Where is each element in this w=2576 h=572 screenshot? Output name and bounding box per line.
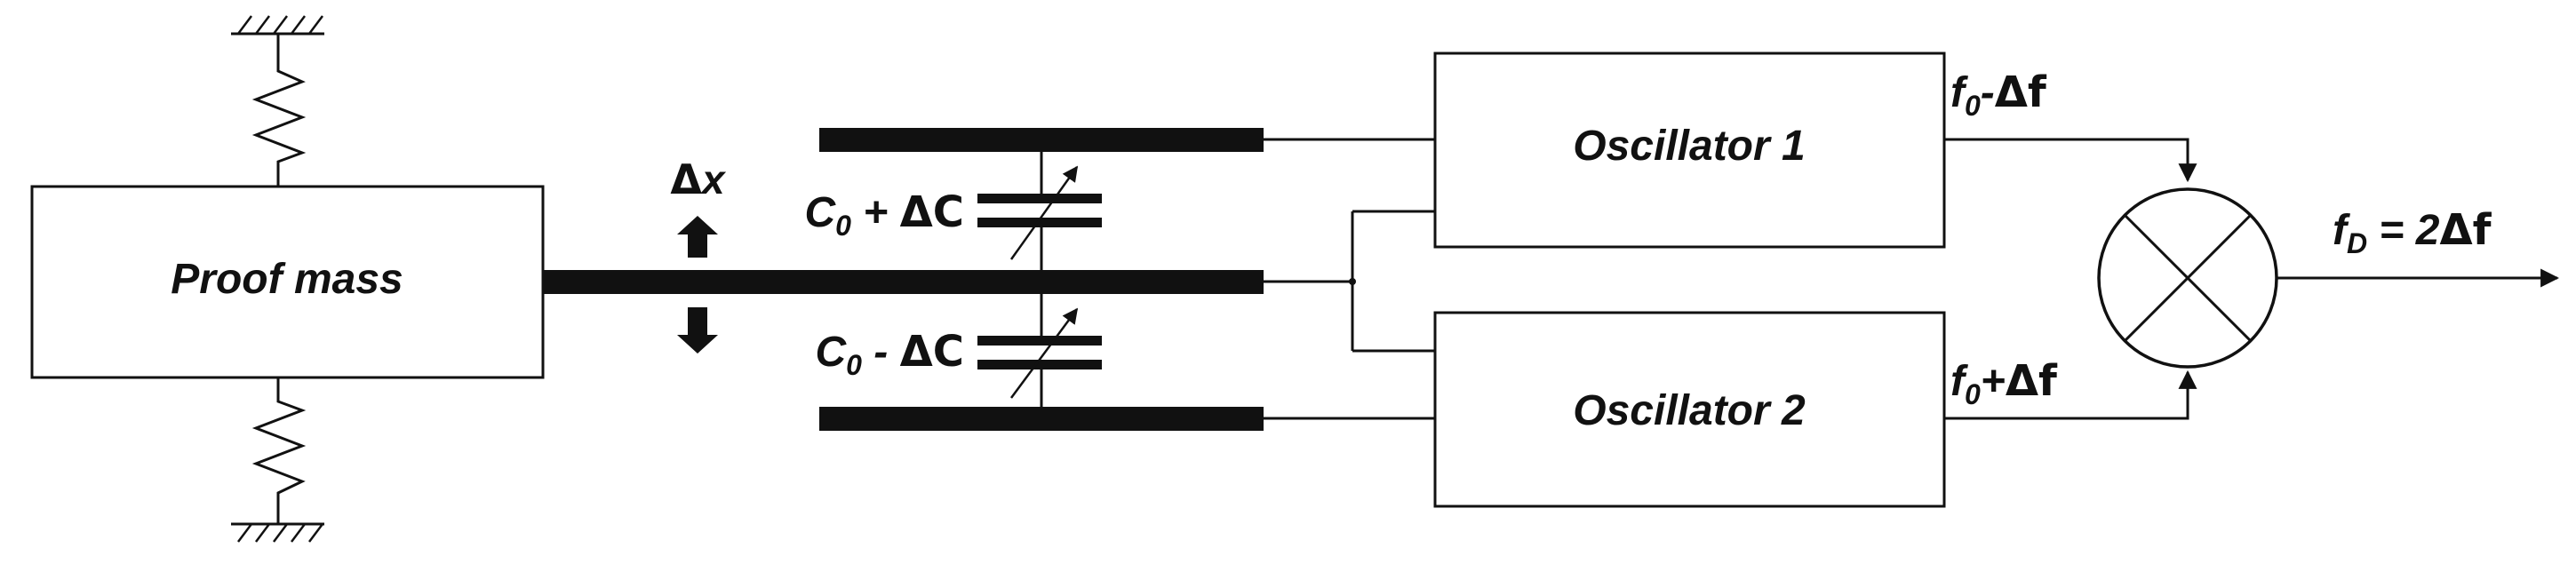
mixer-icon xyxy=(2097,187,2278,369)
proof-mass-label: Proof mass xyxy=(171,256,403,303)
bottom-variable-capacitor-icon xyxy=(977,294,1102,407)
oscillator-2-box xyxy=(1433,311,1946,508)
wire-osc1-to-mixer xyxy=(1944,138,2197,183)
bottom-capacitance-label: C0 - ΔC xyxy=(816,327,965,381)
oscillator-2-frequency-label: f0+Δf xyxy=(1950,356,2058,410)
oscillator-1-frequency-label: f0-Δf xyxy=(1950,68,2047,122)
oscillator-1-label: Oscillator 1 xyxy=(1573,123,1805,170)
bottom-electrode-plate xyxy=(819,407,1264,431)
wire-center-plate-to-oscillators xyxy=(1264,210,1435,353)
arrow-up-icon xyxy=(677,216,718,258)
oscillator-2-label: Oscillator 2 xyxy=(1573,387,1806,434)
arrow-down-icon xyxy=(677,307,718,354)
top-spring-icon xyxy=(251,34,307,187)
top-ground-hatch-icon xyxy=(231,15,324,36)
bottom-ground-hatch-icon xyxy=(231,522,324,543)
displacement-label: Δx xyxy=(670,155,727,203)
proof-mass-box xyxy=(30,185,545,379)
bottom-spring-icon xyxy=(251,377,307,524)
oscillator-1-box xyxy=(1433,52,1946,249)
output-frequency-label: fD = 2Δf xyxy=(2333,205,2492,259)
top-variable-capacitor-icon xyxy=(977,152,1102,270)
center-electrode-plate xyxy=(543,270,1264,294)
top-electrode-plate xyxy=(819,128,1264,152)
top-capacitance-label: C0 + ΔC xyxy=(804,187,964,242)
wire-osc2-to-mixer xyxy=(1944,369,2197,420)
